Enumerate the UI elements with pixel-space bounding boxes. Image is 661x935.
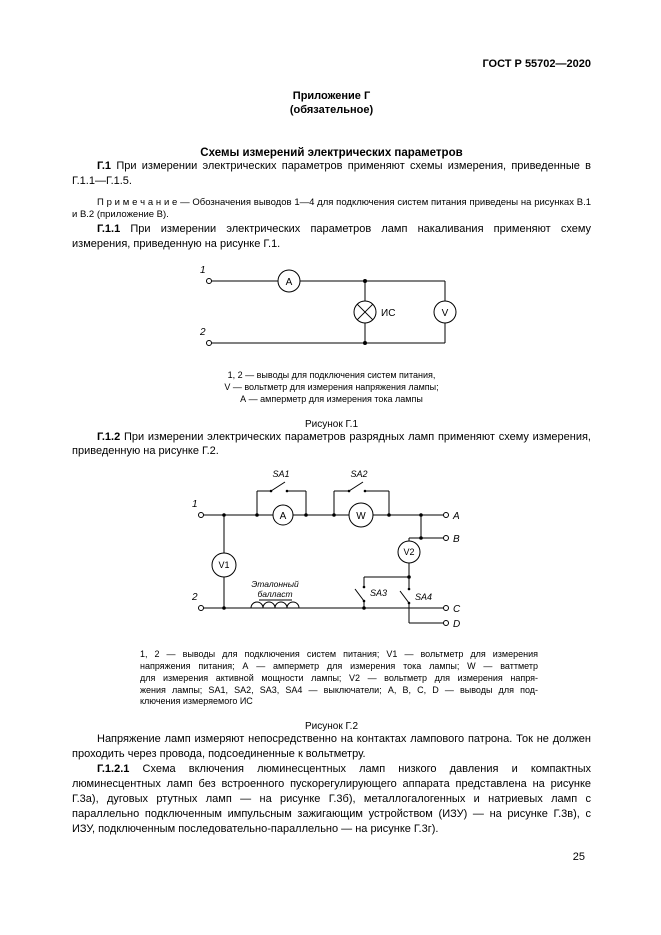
switch-sa2-label: SA2: [350, 469, 367, 479]
figure-1: 1 2 A ИС V: [72, 259, 591, 364]
document-header: ГОСТ Р 55702—2020: [482, 58, 591, 70]
ammeter-symbol: [272, 504, 294, 526]
voltmeter-2-symbol: [397, 540, 421, 564]
caption-line: ключения измеряемого ИС: [140, 696, 253, 707]
page-number: 25: [572, 851, 585, 863]
clause-number: Г.1.2: [97, 430, 121, 443]
caption-line: для измерения активной мощности лампы; V…: [140, 672, 538, 683]
terminal-d-label: D: [453, 619, 460, 630]
junction-dot: [362, 341, 367, 346]
terminal-2-label: 2: [199, 327, 206, 338]
terminal-2-node: [205, 340, 212, 347]
terminal-1-label: 1: [192, 499, 198, 510]
terminal-1-label: 1: [200, 265, 206, 276]
ammeter-label: A: [280, 511, 287, 522]
clause-number: Г.1.1: [97, 222, 121, 235]
voltmeter-1-label: V1: [218, 560, 229, 570]
terminal-a-label: A: [452, 511, 460, 522]
voltmeter-symbol: [433, 300, 456, 324]
note-paragraph: П р и м е ч а н и е — Обозначения выводо…: [72, 196, 591, 221]
switch-sa3-label: SA3: [370, 588, 387, 598]
clause-number: Г.1: [97, 159, 112, 172]
figure-1-caption: 1, 2 — выводы для подключения систем пит…: [72, 370, 591, 405]
terminal-c-label: C: [453, 604, 461, 615]
switch-sa1-label: SA1: [272, 469, 289, 479]
caption-line: V — вольтметр для измерения напряжения л…: [224, 382, 439, 393]
caption-line: напряжения питания; А — амперметр для из…: [140, 661, 538, 672]
paragraph-g1-1: Г.1.1 При измерении электрических параме…: [72, 222, 591, 252]
wattmeter-symbol: [348, 502, 374, 528]
junction-dot: [362, 279, 367, 284]
wattmeter-label: W: [356, 511, 366, 522]
lamp-label: ИС: [381, 308, 395, 319]
appendix-subtitle: (обязательное): [289, 104, 374, 117]
junction-dots: [222, 490, 423, 611]
switch-sa4-label: SA4: [415, 592, 432, 602]
clause-text: При измерении электрических параметров л…: [72, 222, 592, 250]
ammeter-label: A: [285, 277, 292, 288]
appendix-title: Приложение Г: [292, 90, 371, 102]
voltmeter-label: V: [441, 308, 448, 319]
terminal-b-label: B: [453, 534, 460, 545]
caption-line: А — амперметр для измерения тока лампы: [240, 393, 423, 404]
figure-2: 1 2 SA1 SA2 SA3 SA4 A W V1 V2 A B C D Эт…: [72, 465, 591, 645]
ballast-label-line2: балласт: [257, 589, 292, 599]
clause-text: Схема включения люминесцентных ламп низк…: [72, 762, 592, 835]
figure-1-diagram: 1 2 A ИС V: [199, 265, 456, 347]
clause-number: Г.1.2.1: [97, 762, 130, 775]
caption-line: жения лампы; SA1, SA2, SA3, SA4 — выключ…: [140, 684, 538, 695]
paragraph-lamp-voltage: Напряжение ламп измеряют непосредственно…: [72, 732, 591, 760]
terminal-nodes: [198, 512, 449, 627]
ammeter-symbol: [277, 269, 300, 293]
figure-1-title: Рисунок Г.1: [304, 418, 359, 430]
ballast-inductor: [250, 601, 300, 609]
terminal-2-label: 2: [191, 592, 198, 603]
caption-line: 1, 2 — выводы для подключения систем пит…: [140, 649, 538, 660]
figure-2-title: Рисунок Г.2: [304, 720, 359, 732]
appendix-heading: Приложение Г (обязательное): [72, 89, 591, 118]
ballast-label-line1: Эталонный: [251, 579, 299, 589]
figure-1-wires: [208, 280, 445, 344]
paragraph-g1: Г.1 При измерении электрических параметр…: [72, 159, 591, 189]
paragraph-g1-2-1: Г.1.2.1 Схема включения люминесцентных л…: [72, 762, 591, 837]
clause-text: При измерении электрических параметров р…: [72, 430, 591, 458]
voltmeter-2-label: V2: [403, 547, 414, 557]
voltmeter-1-symbol: [211, 552, 237, 578]
figure-2-caption: 1, 2 — выводы для подключения систем пит…: [140, 649, 538, 707]
clause-text: При измерении электрических параметров п…: [72, 159, 591, 187]
caption-line: 1, 2 — выводы для подключения систем пит…: [227, 370, 436, 381]
section-title: Схемы измерений электрических параметров: [200, 146, 463, 159]
figure-2-diagram: 1 2 SA1 SA2 SA3 SA4 A W V1 V2 A B C D Эт…: [191, 469, 461, 630]
terminal-1-node: [205, 278, 212, 285]
paragraph-g1-2: Г.1.2 При измерении электрических параме…: [72, 430, 591, 460]
lamp-cross-icon: [356, 304, 373, 321]
